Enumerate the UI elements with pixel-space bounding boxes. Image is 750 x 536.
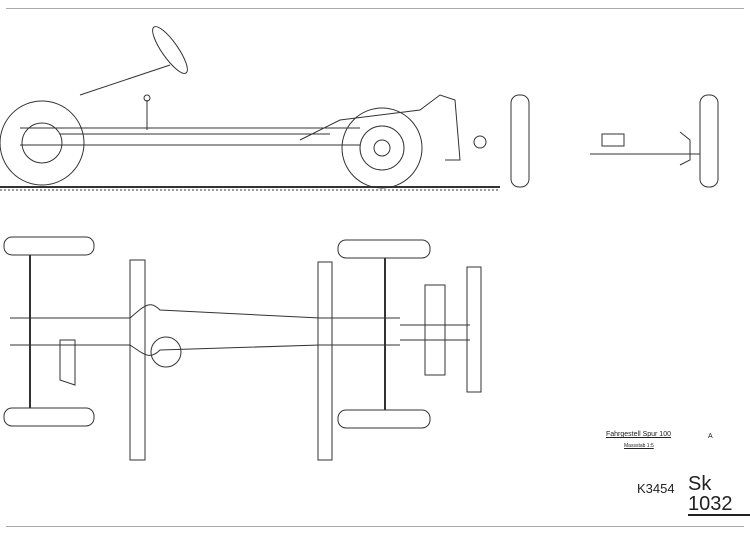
front-wheel-side xyxy=(341,107,423,189)
rear-wheel-top-right xyxy=(3,407,95,427)
drawing-number: K3454 xyxy=(637,481,675,496)
steering-wheel-top xyxy=(150,336,182,368)
front-wheel-top-right xyxy=(337,409,431,429)
revision-mark: A xyxy=(708,433,713,440)
front-view xyxy=(510,94,719,188)
steering-wheel-side xyxy=(152,26,188,74)
sketch-number: Sk 1032 xyxy=(688,474,750,516)
bumper xyxy=(466,266,482,393)
cross-member-2 xyxy=(317,261,333,461)
front-wheel-top-left xyxy=(337,239,431,259)
drawing-scale: Massstab 1:5 xyxy=(624,443,654,449)
rear-wheel-side xyxy=(0,100,85,186)
side-view xyxy=(0,26,500,191)
drawing-frame xyxy=(6,8,744,527)
plan-view xyxy=(3,236,482,461)
rear-wheel-top-left xyxy=(3,236,95,256)
drawing-title: Fahrgestell Spur 100 xyxy=(606,431,671,438)
cross-member-1 xyxy=(129,259,146,461)
steering-column xyxy=(79,64,171,96)
